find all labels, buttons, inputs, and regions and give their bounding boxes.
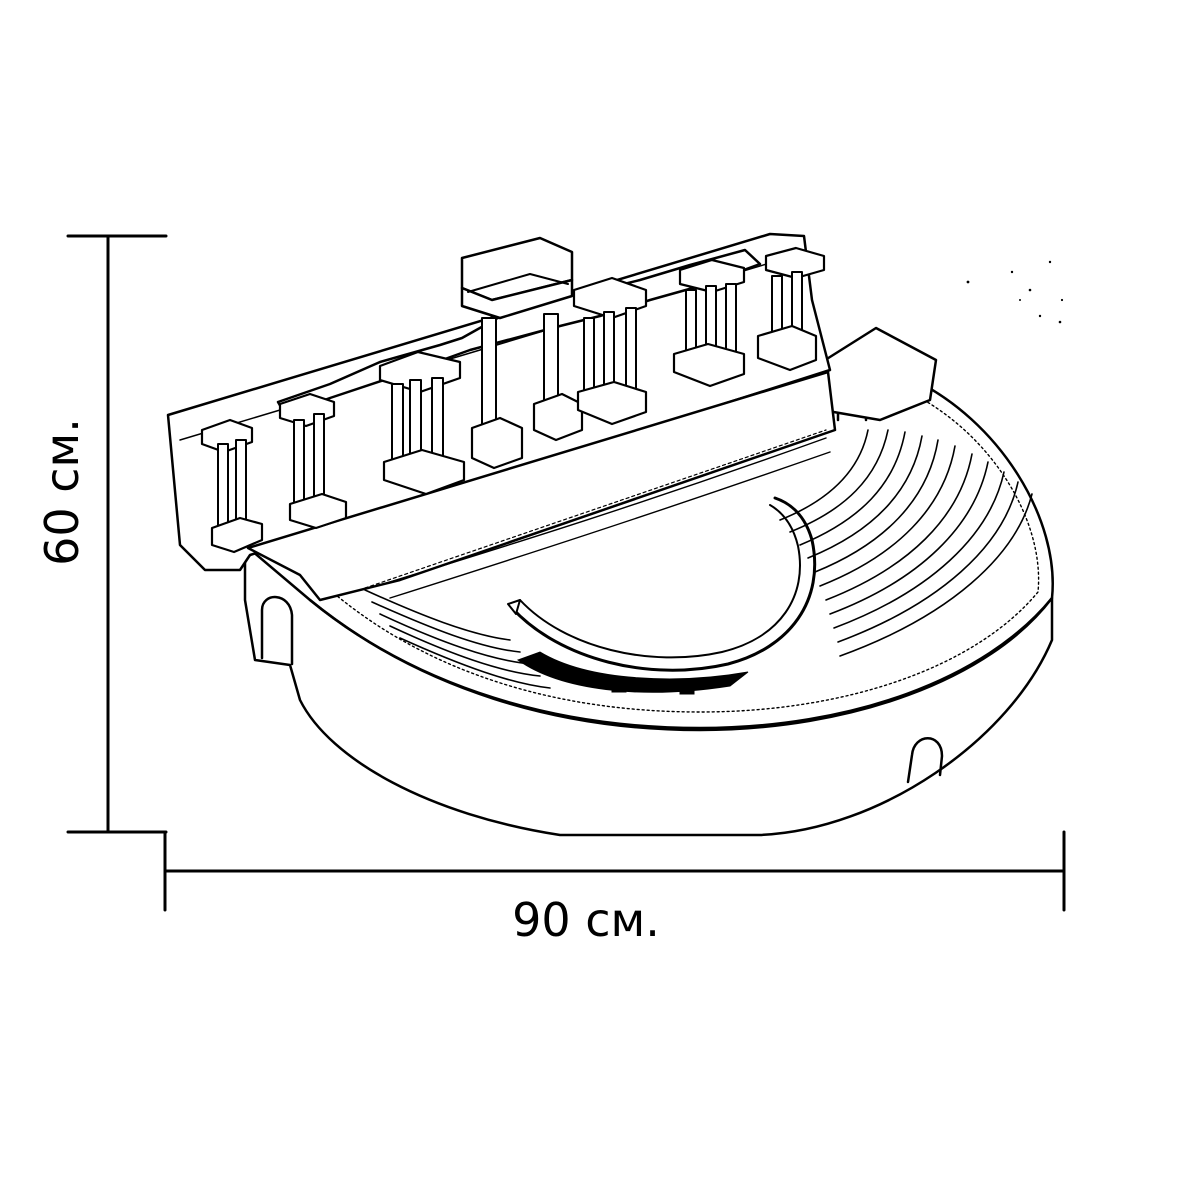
central-pediment bbox=[460, 278, 574, 320]
column-group-6 bbox=[672, 258, 746, 388]
outer-base-wall bbox=[243, 543, 1054, 837]
column-group-2 bbox=[278, 392, 348, 530]
amphitheatre-illustration bbox=[166, 232, 1064, 837]
column-group-5 bbox=[572, 276, 648, 426]
cavea-end-block bbox=[820, 326, 938, 422]
orchestra-front-shadow bbox=[516, 651, 749, 693]
colonnade bbox=[200, 236, 826, 554]
speckle-texture bbox=[966, 260, 1064, 324]
column-group-1 bbox=[200, 418, 264, 554]
column-group-7 bbox=[756, 246, 826, 372]
orchestra-drain-right bbox=[679, 679, 695, 695]
column-group-3 bbox=[378, 350, 466, 496]
cavea-seating-rows bbox=[779, 429, 1033, 657]
stage-front-relief bbox=[379, 437, 831, 599]
height-label: 60 см. bbox=[35, 418, 89, 566]
base-rim bbox=[308, 376, 1054, 730]
orchestra-left-end bbox=[507, 599, 521, 615]
orchestra-drain-left bbox=[611, 677, 627, 693]
height-dimension: 60 см. bbox=[35, 234, 168, 834]
base-rim-inner bbox=[329, 389, 1040, 713]
width-label: 90 см. bbox=[512, 893, 660, 947]
cavea-left-rows bbox=[364, 589, 551, 689]
left-arch-opening bbox=[260, 595, 294, 666]
stage-floor bbox=[246, 370, 837, 602]
width-dimension: 90 см. bbox=[163, 830, 1066, 947]
stage-front-edge bbox=[364, 429, 827, 589]
orchestra-outer-ring bbox=[510, 496, 817, 672]
orchestra-inner-ring bbox=[519, 504, 801, 659]
column-group-4-central bbox=[470, 313, 584, 470]
pediment-roof-line bbox=[467, 273, 569, 293]
front-arch-opening bbox=[906, 737, 944, 784]
stage-back-wall bbox=[166, 232, 832, 572]
